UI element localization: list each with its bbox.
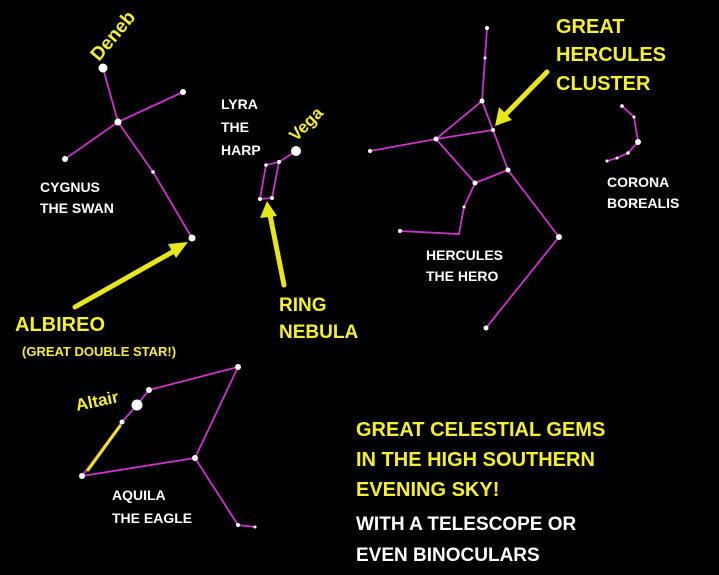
lyra-figure: [258, 146, 301, 201]
aquila-main-line: [79, 365, 240, 478]
corona-name: CORONA: [607, 174, 669, 190]
hercules-neck-line: [481, 100, 494, 131]
star-cygnus-wing-right: [180, 89, 186, 95]
subline-line-1: WITH A TELESCOPE OR: [356, 514, 577, 535]
corona-subtitle: BOREALIS: [607, 195, 679, 211]
cygnus-name: CYGNUS: [40, 179, 100, 195]
ring-nebula-line-2: NEBULA: [279, 322, 358, 343]
hercules-figure: [368, 26, 562, 331]
hercules-cluster-arrow: [495, 69, 550, 126]
aquila-figure: [79, 364, 257, 529]
lyra-subtitle: HARP: [221, 142, 261, 158]
aquila-tail-line: [194, 457, 256, 528]
altair-label: Altair: [74, 387, 121, 415]
star-hercules-top: [479, 98, 485, 104]
cygnus-wing-line: [64, 91, 184, 160]
star-cygnus-sadr: [114, 118, 122, 126]
corona-figure: [605, 104, 641, 163]
star-altair: [131, 399, 143, 411]
aquila-name: AQUILA: [112, 487, 166, 503]
albireo-arrow: [72, 242, 188, 310]
hercules-name: HERCULES: [426, 247, 503, 263]
aquila-subtitle: THE EAGLE: [112, 510, 192, 526]
star-lyra-1: [277, 160, 281, 164]
aquila-altair-pointer: [86, 424, 122, 472]
subline-line-2: EVEN BINOCULARS: [356, 545, 540, 566]
headline-line-2: IN THE HIGH SOUTHERN: [356, 449, 595, 471]
hercules-keystone: [434, 128, 510, 185]
vega-label: Vega: [285, 103, 327, 145]
hercules-head-line: [481, 27, 488, 102]
ring-nebula-line-1: RING: [279, 295, 327, 316]
headline-line-3: EVENING SKY!: [356, 479, 499, 501]
hercules-cluster-line-1: GREAT: [556, 16, 625, 38]
cygnus-subtitle: THE SWAN: [40, 200, 114, 216]
headline-line-1: GREAT CELESTIAL GEMS: [356, 419, 605, 441]
star-vega: [291, 146, 301, 156]
hercules-cluster-line-3: CLUSTER: [556, 73, 651, 95]
lyra-line: [258, 150, 297, 200]
corona-arc-line: [606, 105, 639, 162]
albireo-title: ALBIREO: [15, 314, 105, 336]
hercules-arm-line: [369, 100, 483, 152]
albireo-note: (GREAT DOUBLE STAR!): [22, 344, 176, 359]
star-lyra-3: [270, 196, 274, 200]
hercules-subtitle: THE HERO: [426, 268, 498, 284]
cygnus-body-line: [102, 67, 193, 239]
ring-nebula-arrow: [260, 201, 287, 288]
star-deneb: [98, 63, 108, 73]
star-lyra-2: [264, 163, 268, 167]
cygnus-figure: [62, 63, 196, 242]
star-albireo: [188, 234, 196, 242]
lyra-name: LYRA: [221, 96, 258, 112]
lyra-mid: THE: [221, 119, 249, 135]
star-cygnus-neck: [151, 170, 155, 174]
star-cygnus-wing-left: [62, 156, 68, 162]
star-lyra-4: [258, 197, 262, 201]
hercules-leg-left: [399, 182, 476, 235]
deneb-label: Deneb: [87, 7, 140, 65]
hercules-cluster-line-2: HERCULES: [556, 44, 666, 66]
